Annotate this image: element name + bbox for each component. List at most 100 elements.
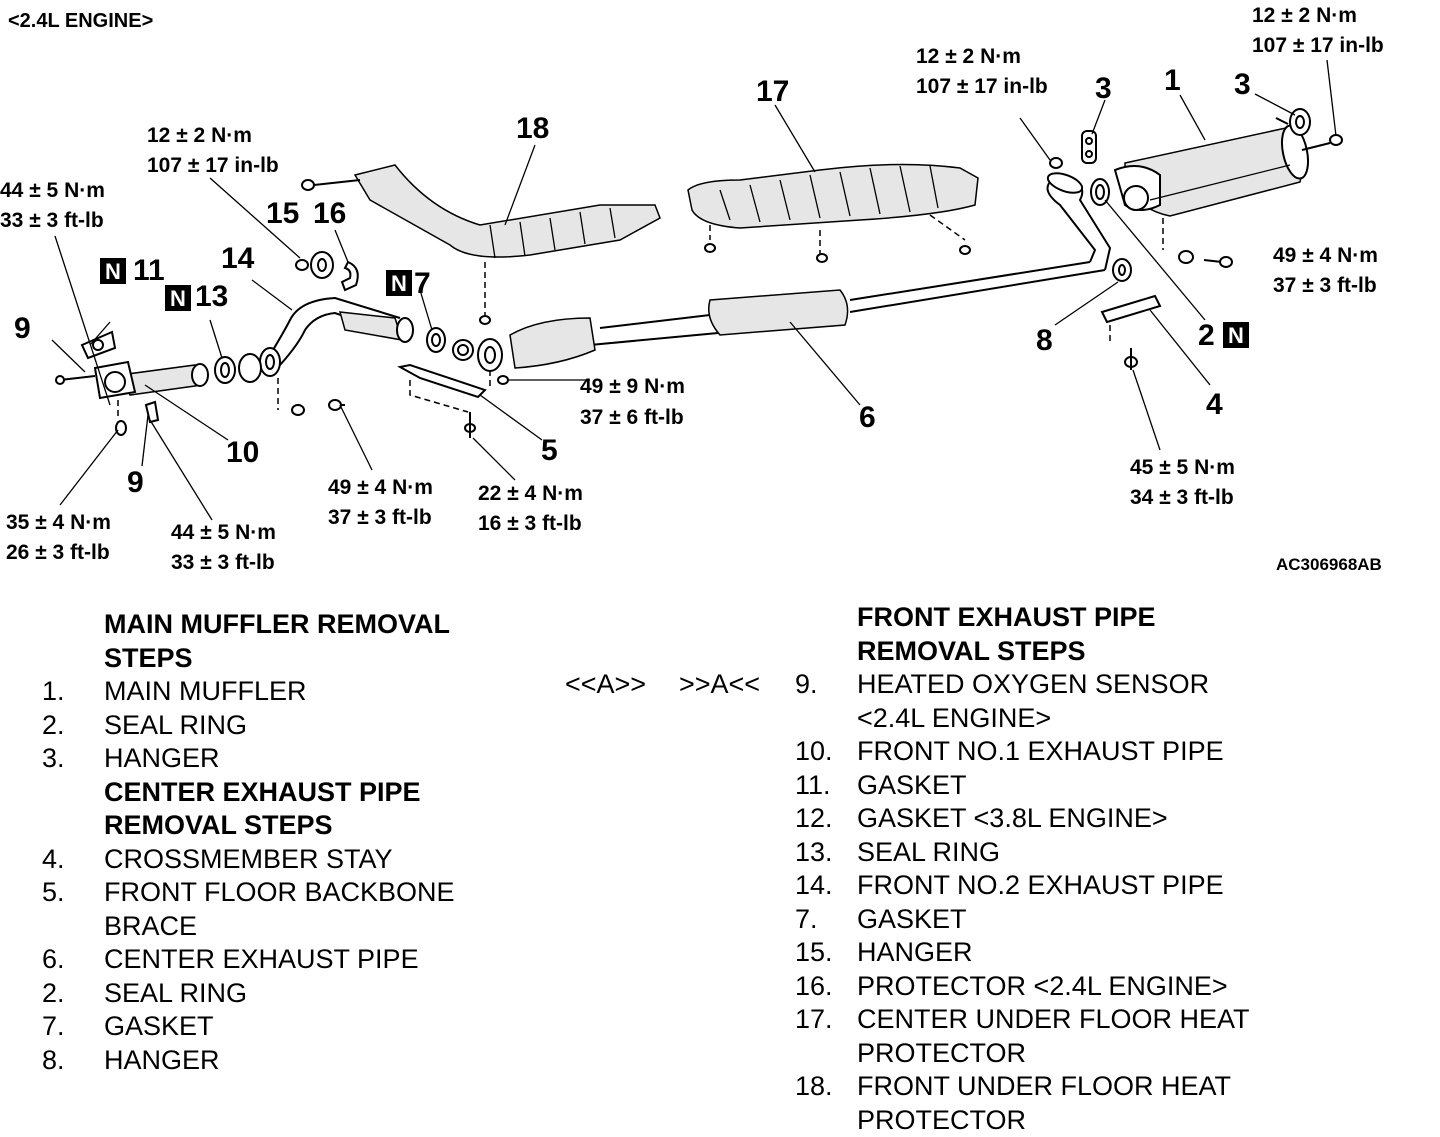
step-label: BRACE [104, 910, 197, 944]
steps-heading: REMOVAL STEPS [795, 635, 1435, 669]
step-label: HEATED OXYGEN SENSOR [857, 668, 1209, 702]
step-number: 13. [795, 836, 865, 870]
callout-9-bottom: 9 [127, 466, 144, 499]
step-number: 14. [795, 869, 865, 903]
callout-9-top: 9 [14, 312, 31, 345]
step-item: 6.CENTER EXHAUST PIPE [42, 943, 522, 977]
step-item: <2.4L ENGINE> [795, 702, 1435, 736]
callout-6: 6 [859, 401, 876, 434]
step-item: 16.PROTECTOR <2.4L ENGINE> [795, 970, 1435, 1004]
step-item: PROTECTOR [795, 1037, 1435, 1071]
step-item: BRACE [42, 910, 522, 944]
torque-muffler-lb: 37 ± 3 ft-lb [1273, 274, 1377, 297]
step-number: 9. [795, 668, 865, 702]
step-label: PROTECTOR [857, 1104, 1026, 1137]
step-number: 5. [42, 876, 112, 910]
steps-heading: FRONT EXHAUST PIPE [795, 601, 1435, 635]
front-no1-exhaust-pipe-10 [95, 362, 208, 435]
n-mark-11: N [100, 258, 126, 284]
step-label: GASKET [104, 1010, 214, 1044]
step-item: 17.CENTER UNDER FLOOR HEAT [795, 1003, 1435, 1037]
callout-14: 14 [221, 242, 255, 275]
reference-marks: <<A>>>>A<< [565, 669, 760, 700]
callout-3-right: 3 [1234, 68, 1251, 101]
new-part-marks: N N N N [100, 258, 1249, 348]
callout-17: 17 [756, 75, 789, 108]
front-heat-protector-18 [302, 165, 660, 324]
torque-nut-lb: 26 ± 3 ft-lb [6, 541, 110, 564]
step-item: 3.HANGER [42, 742, 522, 776]
steps-heading: STEPS [42, 642, 522, 676]
step-item: 1.MAIN MUFFLER [42, 675, 522, 709]
torque-nut-nm: 35 ± 4 N·m [6, 511, 111, 534]
step-label: FRONT UNDER FLOOR HEAT [857, 1070, 1231, 1104]
torque-far-left-lb: 33 ± 3 ft-lb [0, 209, 104, 232]
callout-10: 10 [226, 436, 259, 469]
step-item: 10.FRONT NO.1 EXHAUST PIPE [795, 735, 1435, 769]
step-number: 16. [795, 970, 865, 1004]
torque-stay-nm: 45 ± 5 N·m [1130, 456, 1235, 479]
torque-sensor-nm: 44 ± 5 N·m [171, 521, 276, 544]
callout-4: 4 [1206, 388, 1223, 421]
step-number: 2. [42, 709, 112, 743]
callout-15: 15 [266, 197, 299, 230]
torque-top-mid-nm: 12 ± 2 N·m [916, 45, 1021, 68]
hanger-15 [296, 252, 333, 278]
torque-top-left-nm: 12 ± 2 N·m [147, 124, 252, 147]
step-label: GASKET [857, 903, 967, 937]
step-label: HANGER [104, 742, 220, 776]
n-mark-13: N [165, 285, 191, 311]
step-number: 11. [795, 769, 865, 803]
step-label: FRONT FLOOR BACKBONE [104, 876, 455, 910]
steps-heading: CENTER EXHAUST PIPE [42, 776, 522, 810]
step-item: 8.HANGER [42, 1044, 522, 1078]
step-item: 18.FRONT UNDER FLOOR HEAT [795, 1070, 1435, 1104]
cat-nut [498, 376, 508, 384]
step-label: <2.4L ENGINE> [857, 702, 1051, 736]
crossmember-stay-4 [1102, 296, 1160, 370]
callout-3-left: 3 [1095, 72, 1112, 105]
callout-18: 18 [516, 112, 549, 145]
step-number: 6. [42, 943, 112, 977]
step-label: SEAL RING [857, 836, 1000, 870]
step-item: 15.HANGER [795, 936, 1435, 970]
step-label: MAIN MUFFLER REMOVAL [104, 608, 450, 642]
step-item: 11.GASKET [795, 769, 1435, 803]
step-label: PROTECTOR <2.4L ENGINE> [857, 970, 1228, 1004]
torque-far-left-nm: 44 ± 5 N·m [0, 179, 105, 202]
step-item: 2.SEAL RING [42, 977, 522, 1011]
step-item: 7.GASKET [42, 1010, 522, 1044]
step-item: 13.SEAL RING [795, 836, 1435, 870]
torque-stay-lb: 34 ± 3 ft-lb [1130, 486, 1234, 509]
callout-7: 7 [414, 267, 431, 300]
ref-mark-installation: >>A<< [679, 669, 760, 700]
step-number: 18. [795, 1070, 865, 1104]
svg-text:N: N [170, 286, 186, 311]
gasket-7-cat [453, 340, 473, 360]
step-number: 3. [42, 742, 112, 776]
step-item: 12.GASKET <3.8L ENGINE> [795, 802, 1435, 836]
callout-8: 8 [1036, 324, 1053, 357]
step-label: SEAL RING [104, 977, 247, 1011]
torque-cat-lb: 37 ± 6 ft-lb [580, 406, 684, 429]
step-item: 4.CROSSMEMBER STAY [42, 843, 522, 877]
step-label: GASKET [857, 769, 967, 803]
front-no2-exhaust-pipe-14 [260, 298, 413, 415]
callout-2: 2 [1198, 319, 1215, 352]
svg-text:N: N [105, 259, 121, 284]
step-label: FRONT EXHAUST PIPE [857, 601, 1156, 635]
step-label: PROTECTOR [857, 1037, 1026, 1071]
svg-text:N: N [1228, 323, 1244, 348]
torque-brace-nm: 22 ± 4 N·m [478, 482, 583, 505]
exhaust-exploded-diagram: <2.4L ENGINE> [0, 0, 1440, 590]
step-number: 4. [42, 843, 112, 877]
step-label: MAIN MUFFLER [104, 675, 307, 709]
ref-mark-removal: <<A>> [565, 669, 679, 700]
step-label: HANGER [104, 1044, 220, 1078]
callout-16: 16 [313, 197, 346, 230]
seal-ring-13 [215, 354, 261, 383]
step-label: REMOVAL STEPS [104, 809, 333, 843]
step-label: SEAL RING [104, 709, 247, 743]
steps-heading: REMOVAL STEPS [42, 809, 522, 843]
step-item: 9.HEATED OXYGEN SENSOR [795, 668, 1435, 702]
